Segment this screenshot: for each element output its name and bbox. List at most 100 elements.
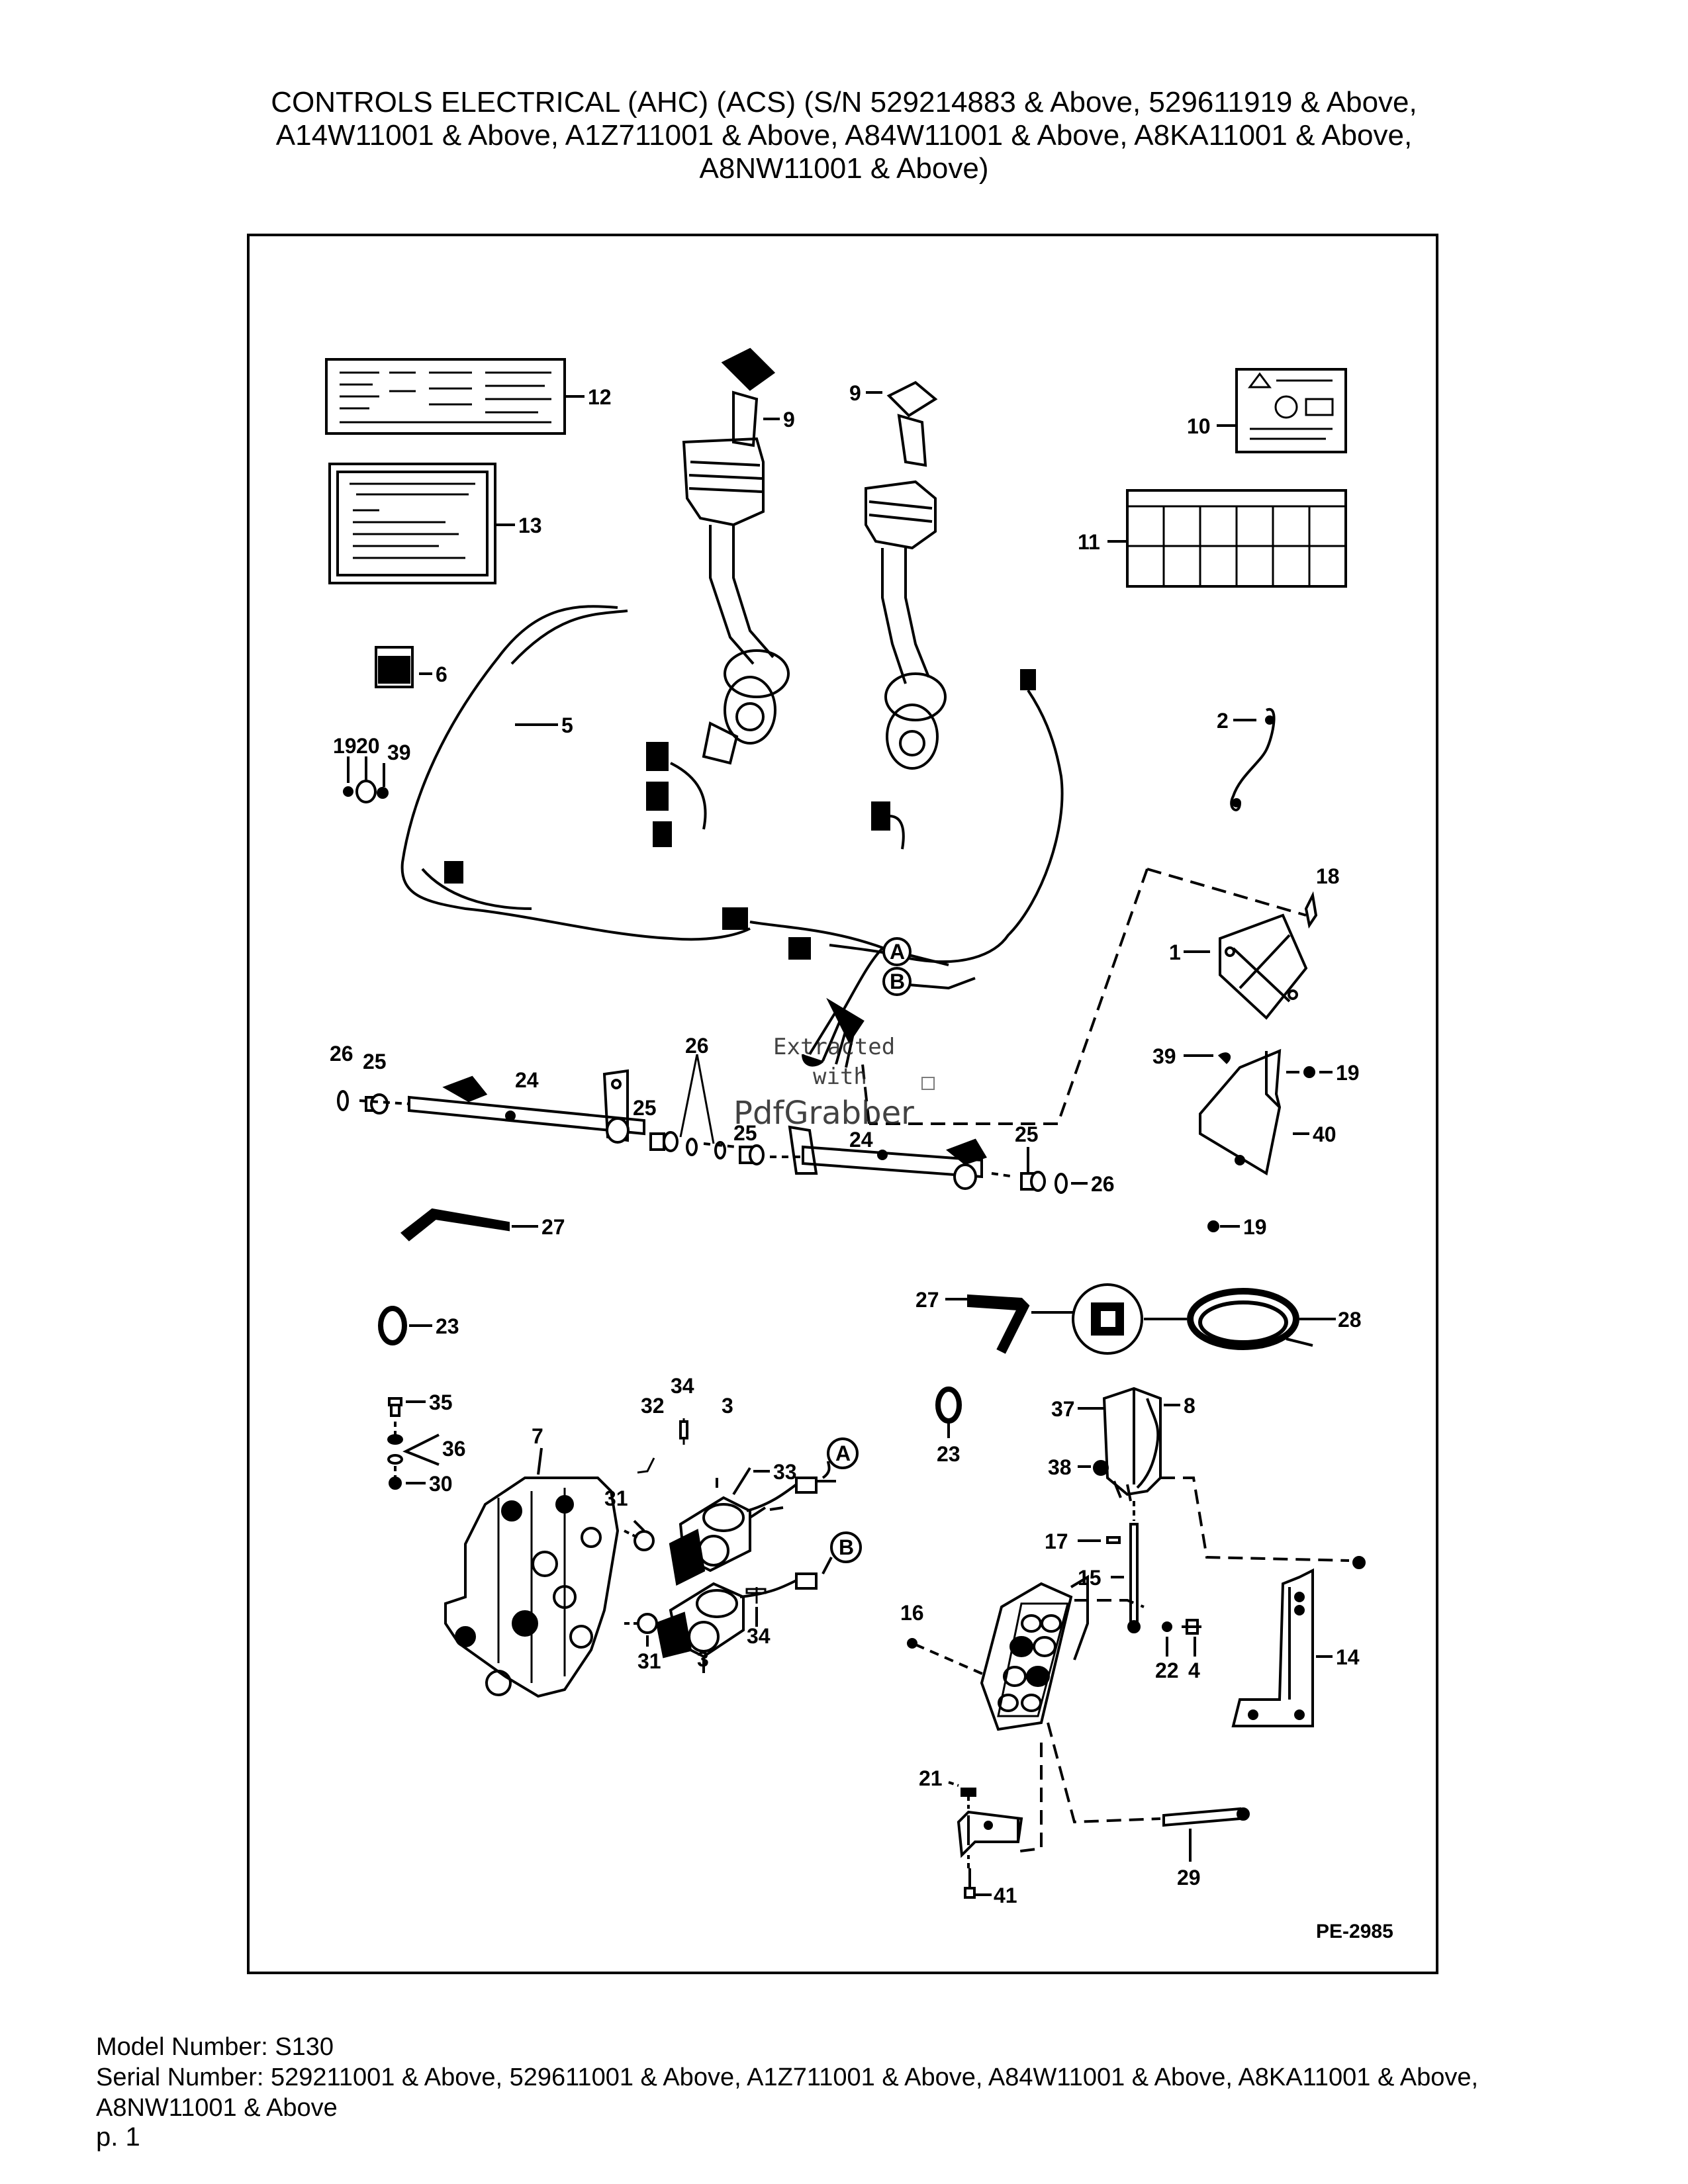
page-number: p. 1 [96, 2122, 140, 2152]
watermark-line-1: Extracted [773, 1034, 895, 1060]
callout-10: 10 [1187, 414, 1211, 438]
callout-33: 33 [773, 1460, 797, 1484]
callout-25-center: 25 [733, 1121, 757, 1145]
harness-marker-b [882, 967, 912, 996]
hardware-19-20-39 [343, 756, 389, 803]
watermark: Extracted with PdfGrabber [733, 1034, 935, 1132]
callout-25-left: 25 [363, 1050, 387, 1073]
title-line-1: CONTROLS ELECTRICAL (AHC) (ACS) (S/N 529… [271, 86, 1417, 118]
callout-22: 22 [1155, 1659, 1179, 1682]
callout-29: 29 [1177, 1866, 1201, 1889]
callout-20: 20 [356, 734, 380, 758]
callout-25-mid: 25 [633, 1096, 657, 1120]
callout-14: 14 [1336, 1645, 1360, 1669]
callout-31-upper: 31 [604, 1486, 628, 1510]
callout-38: 38 [1048, 1455, 1072, 1479]
wrench-27-right [945, 1294, 1030, 1354]
callout-17: 17 [1045, 1529, 1068, 1553]
callout-5: 5 [561, 713, 573, 737]
shaft-24-left [337, 1069, 765, 1165]
callout-25-right: 25 [1015, 1122, 1039, 1146]
model-number: Model Number: S130 [96, 2033, 334, 2061]
callout-23-left: 23 [436, 1314, 459, 1338]
callout-a-harness: A [890, 940, 905, 964]
pedal-assembly [980, 1582, 1073, 1731]
title-line-3: A8NW11001 & Above) [699, 152, 989, 185]
bracket-1 [1184, 891, 1318, 1020]
callout-34-upper: 34 [671, 1374, 694, 1398]
callout-30: 30 [429, 1472, 453, 1496]
callout-32: 32 [641, 1394, 665, 1418]
plate-40 [1199, 1048, 1315, 1176]
callout-34-lower: 34 [747, 1624, 771, 1648]
callout-9-right: 9 [849, 381, 861, 405]
callout-39-lower: 39 [1152, 1044, 1176, 1068]
grommet-23-right [935, 1387, 962, 1424]
watermark-brand: PdfGrabber [733, 1095, 914, 1132]
decal-13 [328, 463, 515, 584]
wrench-27-left [400, 1208, 538, 1242]
callout-11: 11 [1078, 530, 1100, 554]
callout-36: 36 [442, 1437, 466, 1461]
callout-19-mid: 19 [1336, 1061, 1360, 1085]
callout-37: 37 [1051, 1397, 1075, 1421]
serial-number: Serial Number: 529211001 & Above, 529611… [96, 2064, 1479, 2122]
marker-a [827, 1437, 859, 1469]
solenoid-3-lower [655, 1572, 818, 1659]
rod-29 [1162, 1807, 1250, 1862]
fitting-stack-35-36-30 [387, 1397, 440, 1490]
callout-26-left: 26 [330, 1042, 353, 1066]
callout-15: 15 [1078, 1566, 1102, 1590]
callout-31-lower: 31 [637, 1649, 661, 1673]
bracket-2 [1230, 707, 1276, 811]
callout-35: 35 [429, 1390, 453, 1414]
callout-19-lower: 19 [1243, 1215, 1267, 1239]
bobcat-logo [1072, 1283, 1143, 1355]
callout-8: 8 [1184, 1394, 1196, 1418]
diagram-code: PE-2985 [1316, 1921, 1393, 1942]
decal-11 [1107, 489, 1347, 588]
solenoid-3-upper [669, 1477, 836, 1586]
callout-18: 18 [1316, 864, 1340, 888]
callout-16: 16 [900, 1601, 924, 1625]
joystick-right [865, 381, 947, 850]
callout-13: 13 [518, 514, 542, 537]
callout-40: 40 [1313, 1122, 1336, 1146]
callout-a-solenoid: A [835, 1441, 851, 1465]
bracket-14 [1231, 1568, 1333, 1727]
harness-marker-a [882, 937, 912, 966]
callout-26-mid: 26 [685, 1034, 709, 1058]
bracket-21-41 [957, 1788, 1023, 1899]
callout-41: 41 [994, 1884, 1017, 1907]
callout-12: 12 [588, 385, 612, 409]
decal-12 [325, 358, 585, 435]
parts-diagram: 12 13 9 9 10 11 6 5 19 20 39 2 18 1 39 1… [325, 347, 1393, 1942]
callout-19-upper: 19 [333, 734, 357, 758]
callout-21: 21 [919, 1766, 943, 1790]
callout-b-solenoid: B [839, 1535, 854, 1559]
harness-5 [400, 605, 1064, 1068]
page-title: CONTROLS ELECTRICAL (AHC) (ACS) (S/N 529… [99, 86, 1589, 185]
diagram-frame [247, 234, 1438, 1974]
watermark-line-2: with [813, 1064, 867, 1090]
switch-6 [375, 646, 432, 688]
callout-b-harness: B [890, 970, 905, 993]
callout-28: 28 [1338, 1308, 1362, 1332]
title-line-2: A14W11001 & Above, A1Z711001 & Above, A8… [275, 119, 1413, 152]
callout-39-upper: 39 [387, 741, 411, 764]
callout-24-right: 24 [849, 1128, 873, 1152]
callout-23-right: 23 [937, 1442, 961, 1466]
grommet-23-left [378, 1306, 432, 1345]
callout-1: 1 [1169, 940, 1181, 964]
callout-3-lower: 3 [697, 1647, 709, 1671]
callout-2: 2 [1217, 709, 1229, 733]
callout-4: 4 [1188, 1659, 1200, 1682]
valve-7 [444, 1447, 620, 1698]
callout-27-left: 27 [541, 1215, 565, 1239]
joystick-left [646, 347, 790, 847]
callout-3-upper: 3 [722, 1394, 733, 1418]
callout-9-left: 9 [783, 408, 795, 432]
decal-10 [1217, 368, 1347, 453]
callout-27-right: 27 [915, 1288, 939, 1312]
marker-b [830, 1531, 862, 1563]
